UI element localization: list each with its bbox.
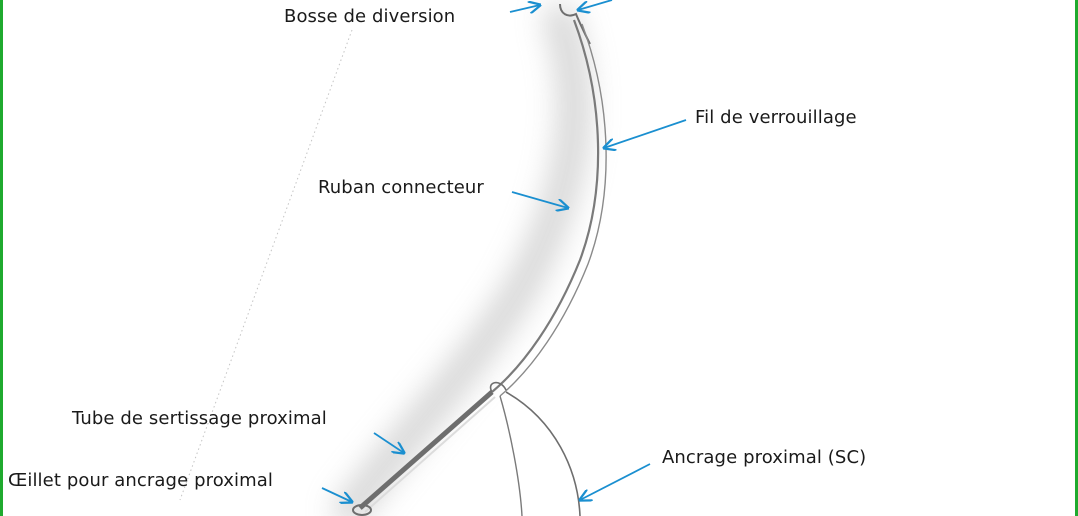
ancrage-proximal-shape [505, 391, 581, 516]
label-tube-de-sertissage-proximal: Tube de sertissage proximal [72, 408, 327, 429]
label-bosse-de-diversion: Bosse de diversion [284, 6, 456, 27]
arrow-tube [373, 432, 404, 453]
arrow-oeillet [321, 487, 352, 502]
label-ruban-connecteur: Ruban connecteur [318, 177, 484, 198]
ruban-connecteur-shape [491, 19, 600, 393]
arrow-ancrage [580, 463, 651, 500]
label-oeillet-pour-ancrage-proximal: Œillet pour ancrage proximal [8, 470, 273, 491]
label-fil-de-verrouillage: Fil de verrouillage [695, 107, 857, 128]
device-shadow [333, 3, 592, 516]
label-ancrage-proximal-sc: Ancrage proximal (SC) [662, 447, 867, 468]
tube-loop [489, 381, 507, 393]
fil-de-verrouillage-shape [499, 23, 607, 397]
arrow-bosse [509, 5, 540, 12]
arrow-top-right [578, 0, 613, 10]
oeillet-shape [352, 504, 372, 516]
arrow-fil [604, 119, 687, 148]
arrow-ruban [511, 191, 568, 208]
tube-de-sertissage-shape [358, 390, 494, 510]
